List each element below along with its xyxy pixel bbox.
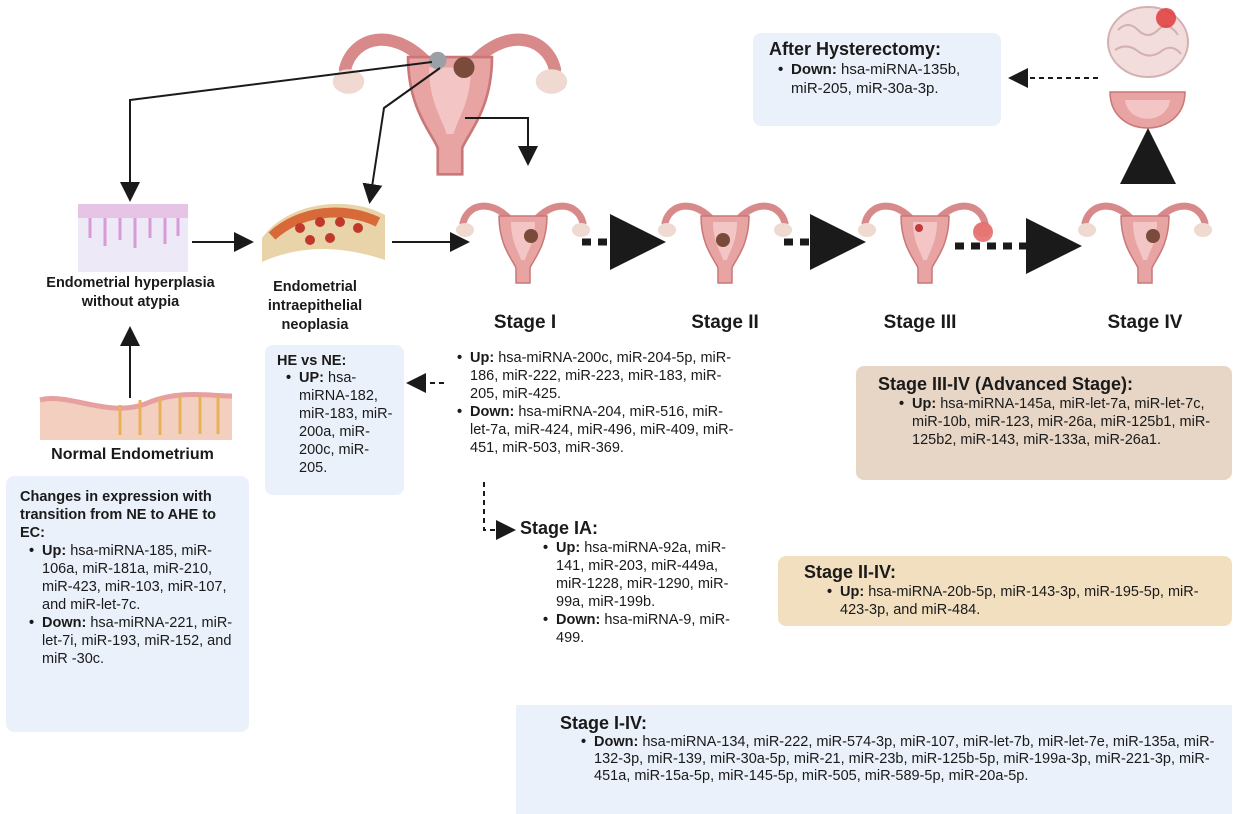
ein-label: Endometrial intraepithelial neoplasia: [260, 278, 370, 335]
stage2-label: Stage II: [670, 312, 780, 334]
advanced-stage-box: Stage III-IV (Advanced Stage): Up: hsa-m…: [856, 366, 1232, 480]
stage1-label: Stage I: [470, 312, 580, 334]
normal-endometrium-label: Normal Endometrium: [30, 446, 235, 464]
stage4-label: Stage IV: [1090, 312, 1200, 334]
stage1-down: Down: hsa-miRNA-204, miR-516, miR-let-7a…: [470, 403, 738, 457]
stage1-uterus: [456, 206, 590, 283]
transition-down: Down: hsa-miRNA-221, miR-let-7i, miR-193…: [42, 614, 239, 668]
stage4-uterus: [1078, 206, 1212, 283]
stage1a-block: Stage IA: Up: hsa-miRNA-92a, miR-141, mi…: [520, 518, 730, 647]
stage1-4-box: Stage I-IV: Down: hsa-miRNA-134, miR-222…: [516, 705, 1232, 814]
he-vs-ne-box: HE vs NE: UP: hsa-miRNA-182, miR-183, mi…: [265, 345, 404, 495]
stage2-4-box: Stage II-IV: Up: hsa-miRNA-20b-5p, miR-1…: [778, 556, 1232, 626]
he-vs-ne-title: HE vs NE:: [277, 353, 396, 369]
arrow-top-to-hyperplasia: [130, 62, 432, 198]
stage1-4-down: Down: hsa-miRNA-134, miR-222, miR-574-3p…: [594, 734, 1220, 785]
top-uterus-illustration: [333, 40, 568, 175]
bladder-illustration: [1110, 92, 1185, 128]
transition-title: Changes in expression with transition fr…: [20, 488, 239, 542]
hyperplasia-tissue: [78, 204, 188, 272]
stage2-uterus: [658, 206, 792, 283]
transition-up: Up: hsa-miRNA-185, miR-106a, miR-181a, m…: [42, 542, 239, 614]
after-hysterectomy-box: After Hysterectomy: Down: hsa-miRNA-135b…: [753, 33, 1001, 126]
hyperplasia-label: Endometrial hyperplasia without atypia: [28, 274, 233, 312]
after-hysterectomy-down: Down: hsa-miRNA-135b, miR-205, miR-30a-3…: [791, 60, 991, 98]
stage1a-up: Up: hsa-miRNA-92a, miR-141, miR-203, miR…: [556, 539, 730, 611]
brain-illustration: [1108, 7, 1188, 77]
stage1-markers: Up: hsa-miRNA-200c, miR-204-5p, miR-186,…: [448, 349, 738, 457]
stage3-label: Stage III: [865, 312, 975, 334]
stage1-up: Up: hsa-miRNA-200c, miR-204-5p, miR-186,…: [470, 349, 738, 403]
stage1-4-title: Stage I-IV:: [560, 713, 1220, 734]
stage1a-down: Down: hsa-miRNA-9, miR-499.: [556, 611, 730, 647]
ein-tissue: [262, 204, 385, 262]
stage2-4-up: Up: hsa-miRNA-20b-5p, miR-143-3p, miR-19…: [840, 583, 1222, 619]
arrow-to-stage1a: [484, 482, 512, 530]
he-vs-ne-up: UP: hsa-miRNA-182, miR-183, miR-200a, mi…: [299, 369, 396, 477]
transition-box: Changes in expression with transition fr…: [6, 476, 249, 732]
advanced-stage-title: Stage III-IV (Advanced Stage):: [878, 374, 1222, 395]
stage2-4-title: Stage II-IV:: [804, 562, 1222, 583]
normal-tissue: [40, 393, 232, 440]
stage1a-title: Stage IA:: [520, 518, 730, 539]
advanced-stage-up: Up: hsa-miRNA-145a, miR-let-7a, miR-let-…: [912, 395, 1222, 449]
after-hysterectomy-title: After Hysterectomy:: [769, 39, 991, 60]
